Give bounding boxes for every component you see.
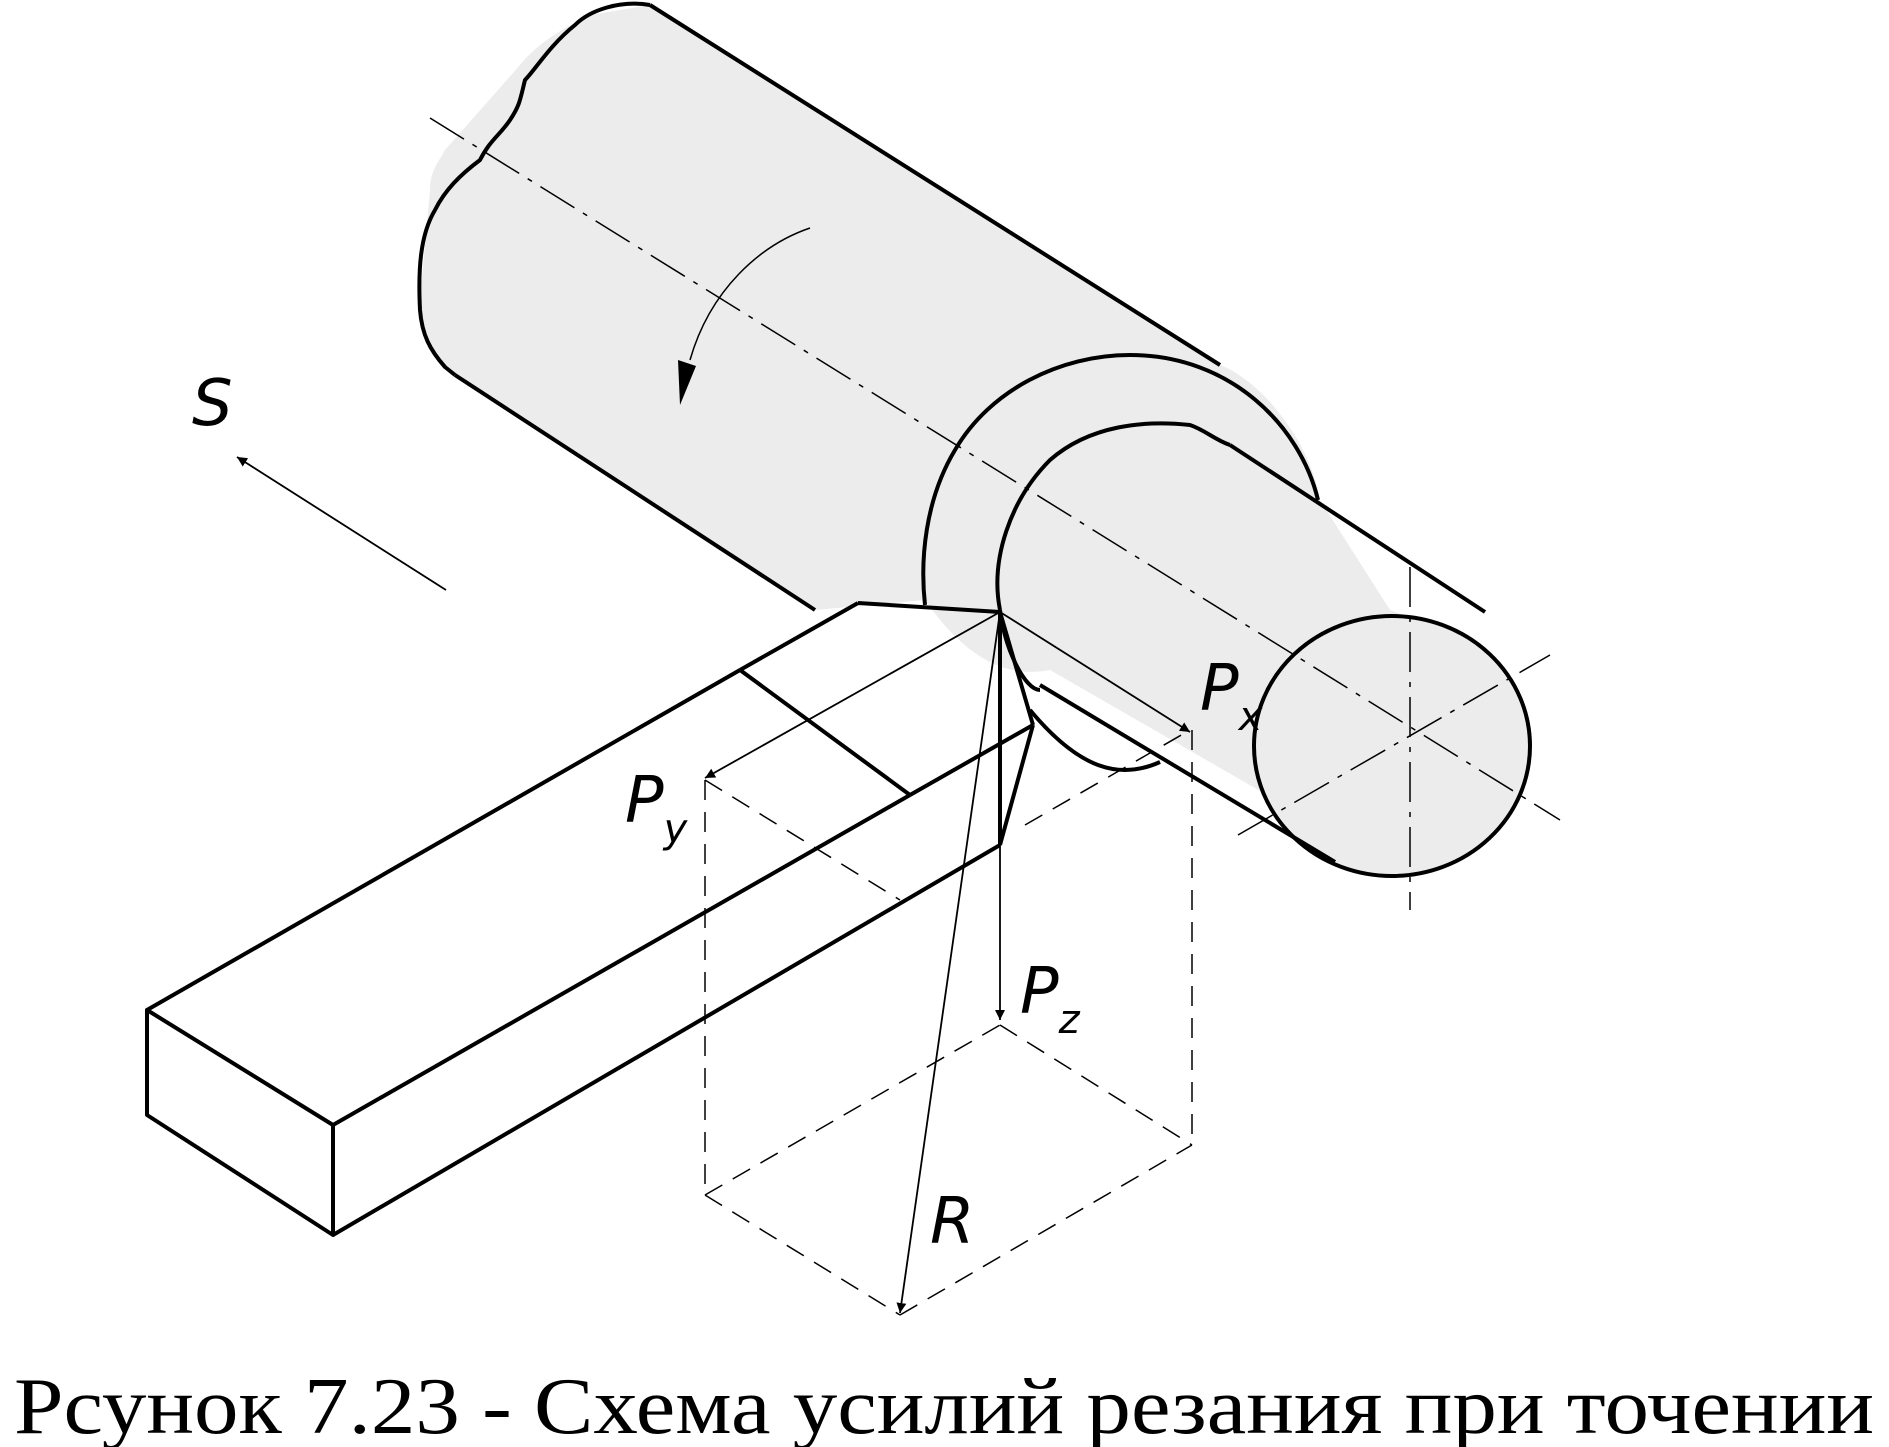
cutting-tool <box>145 601 1035 1237</box>
small-cylinder-end-face <box>1252 614 1532 878</box>
shoulder-lower-arc <box>1028 708 1161 773</box>
box-bottom-right-back <box>999 1024 1193 1146</box>
rotation-arrowhead <box>678 360 696 405</box>
force-box <box>704 729 1193 1316</box>
box-bottom-left-front <box>704 1194 901 1316</box>
tool-flank-edge <box>998 724 1035 846</box>
tool-shank-top-right-edge <box>332 793 911 1127</box>
tool-shank-front-face <box>145 1008 335 1237</box>
resultant-label: R <box>930 1185 974 1259</box>
box-top-back <box>704 779 901 901</box>
large-cylinder-body <box>420 5 1480 860</box>
rotation-arrow <box>678 227 811 405</box>
tool-head-back-edge <box>738 668 912 797</box>
tool-side-edge <box>909 723 1034 797</box>
large-cylinder-top-edge <box>648 3 1222 367</box>
end-face-horizontal-axis <box>1237 654 1551 836</box>
feed-label: S <box>192 367 233 441</box>
px-label: Px <box>1200 652 1263 740</box>
py-vector <box>704 611 1001 779</box>
tool-head-top-edge <box>739 601 859 672</box>
tool-rake-edge <box>857 601 1001 614</box>
axis-lines <box>429 117 1561 910</box>
small-cylinder-top-edge <box>1228 443 1487 614</box>
px-vector <box>999 611 1191 733</box>
px-label-sub: x <box>1237 694 1263 740</box>
px-label-main: P <box>1200 652 1239 726</box>
pz-label-main: P <box>1020 955 1059 1029</box>
box-bottom-right-front <box>899 1144 1193 1316</box>
small-cylinder-bottom-edge <box>1038 683 1337 864</box>
feed-arrow <box>236 456 447 591</box>
pz-label: Pz <box>1020 955 1081 1043</box>
small-cylinder-start-arc <box>995 421 1231 611</box>
pz-label-sub: z <box>1058 997 1081 1043</box>
shoulder-circle <box>921 353 1320 606</box>
force-vectors <box>236 456 1191 1314</box>
tool-shank-top-left-edge <box>146 668 741 1012</box>
tool-main-cutting-edge <box>998 611 1035 726</box>
resultant-vector <box>896 611 1001 1314</box>
py-label-main: P <box>625 764 664 838</box>
labels: S Px Py Pz R <box>192 367 1263 1259</box>
workpiece-axis <box>429 117 1561 821</box>
figure-caption: Рсунок 7.23 - Схема усилий резания при т… <box>14 1363 1874 1447</box>
tool-shank-bottom-edge <box>331 843 1002 1237</box>
py-label-sub: y <box>663 806 689 852</box>
large-cylinder-left-end <box>417 1 651 377</box>
py-label: Py <box>625 764 689 852</box>
box-top-front <box>1024 729 1191 826</box>
large-cylinder-bottom-edge <box>453 373 817 612</box>
workpiece <box>420 5 1532 878</box>
rotation-arc <box>689 227 811 361</box>
box-bottom-left-back <box>704 1024 1001 1196</box>
